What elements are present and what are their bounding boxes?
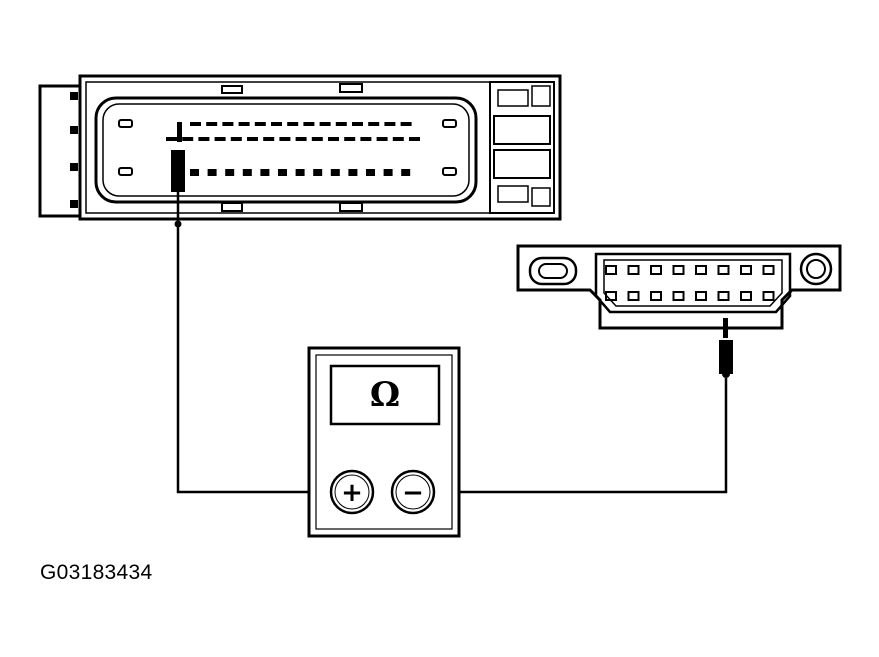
module-pin [166, 137, 177, 141]
dlc-pin [762, 291, 775, 301]
module-pin [198, 137, 210, 141]
module-pin [368, 122, 380, 126]
diagnostic-connector-pins [605, 265, 775, 301]
figure-id-label: G03183434 [40, 561, 153, 584]
module-pin [238, 122, 250, 126]
module-pin [303, 122, 315, 126]
dlc-pin [605, 291, 617, 301]
dlc-pin [605, 265, 617, 275]
dlc-pin [740, 265, 752, 275]
module-pin [207, 169, 217, 176]
module-pin [360, 137, 372, 141]
positive-terminal[interactable] [329, 469, 375, 515]
module-pin [278, 169, 287, 176]
test-leads [176, 226, 728, 494]
dlc-back-probe [719, 318, 733, 378]
dlc-pin [650, 265, 662, 275]
module-pin [330, 169, 340, 176]
module-connector [38, 74, 562, 221]
diagnostic-connector [516, 244, 842, 330]
module-pin [271, 122, 282, 126]
module-pin [348, 169, 358, 176]
ohmmeter: Ω + − [307, 346, 461, 538]
module-pin [295, 169, 305, 176]
module-pin [392, 137, 404, 141]
dlc-pin [672, 291, 685, 301]
module-pin [311, 137, 323, 141]
module-pin [254, 122, 266, 126]
negative-terminal-symbol: − [402, 478, 424, 508]
module-pin [206, 122, 218, 126]
module-pin [263, 137, 275, 141]
module-pin [242, 169, 252, 176]
dlc-pin [695, 291, 707, 301]
module-pin-rows [166, 122, 420, 176]
dlc-pin [717, 291, 730, 301]
positive-terminal-symbol: + [341, 478, 363, 508]
module-pin [383, 169, 393, 176]
module-pin [335, 122, 347, 126]
module-pin [328, 137, 339, 141]
module-pin [384, 122, 396, 126]
module-pin [295, 137, 307, 141]
negative-lead [434, 378, 728, 494]
module-pin [376, 137, 388, 141]
module-pin [214, 137, 226, 141]
dlc-pin [650, 291, 662, 301]
module-pin [260, 169, 270, 176]
module-pin [287, 122, 299, 126]
module-pin [319, 122, 331, 126]
dlc-pin [627, 265, 640, 275]
positive-lead [176, 226, 331, 494]
module-pin [409, 137, 420, 141]
module-pin [247, 137, 258, 141]
module-back-probe [171, 122, 185, 228]
dlc-pin [740, 291, 752, 301]
ohm-display-symbol: Ω [370, 375, 400, 415]
dlc-pin [762, 265, 775, 275]
module-pin [279, 137, 291, 141]
module-pin [400, 122, 412, 126]
module-pin [190, 169, 199, 176]
module-pin [182, 137, 194, 141]
module-pin [222, 122, 234, 126]
dlc-pin [695, 265, 707, 275]
meter-display [329, 364, 441, 426]
dlc-pin [627, 291, 640, 301]
negative-terminal[interactable] [390, 469, 436, 515]
module-pin [401, 169, 411, 176]
module-pin [230, 137, 242, 141]
module-pin [313, 169, 323, 176]
module-pin [366, 169, 375, 176]
dlc-pin [672, 265, 685, 275]
module-pin [352, 122, 363, 126]
module-pin [190, 122, 201, 126]
dlc-pin [717, 265, 730, 275]
module-pin [225, 169, 235, 176]
module-pin [344, 137, 356, 141]
